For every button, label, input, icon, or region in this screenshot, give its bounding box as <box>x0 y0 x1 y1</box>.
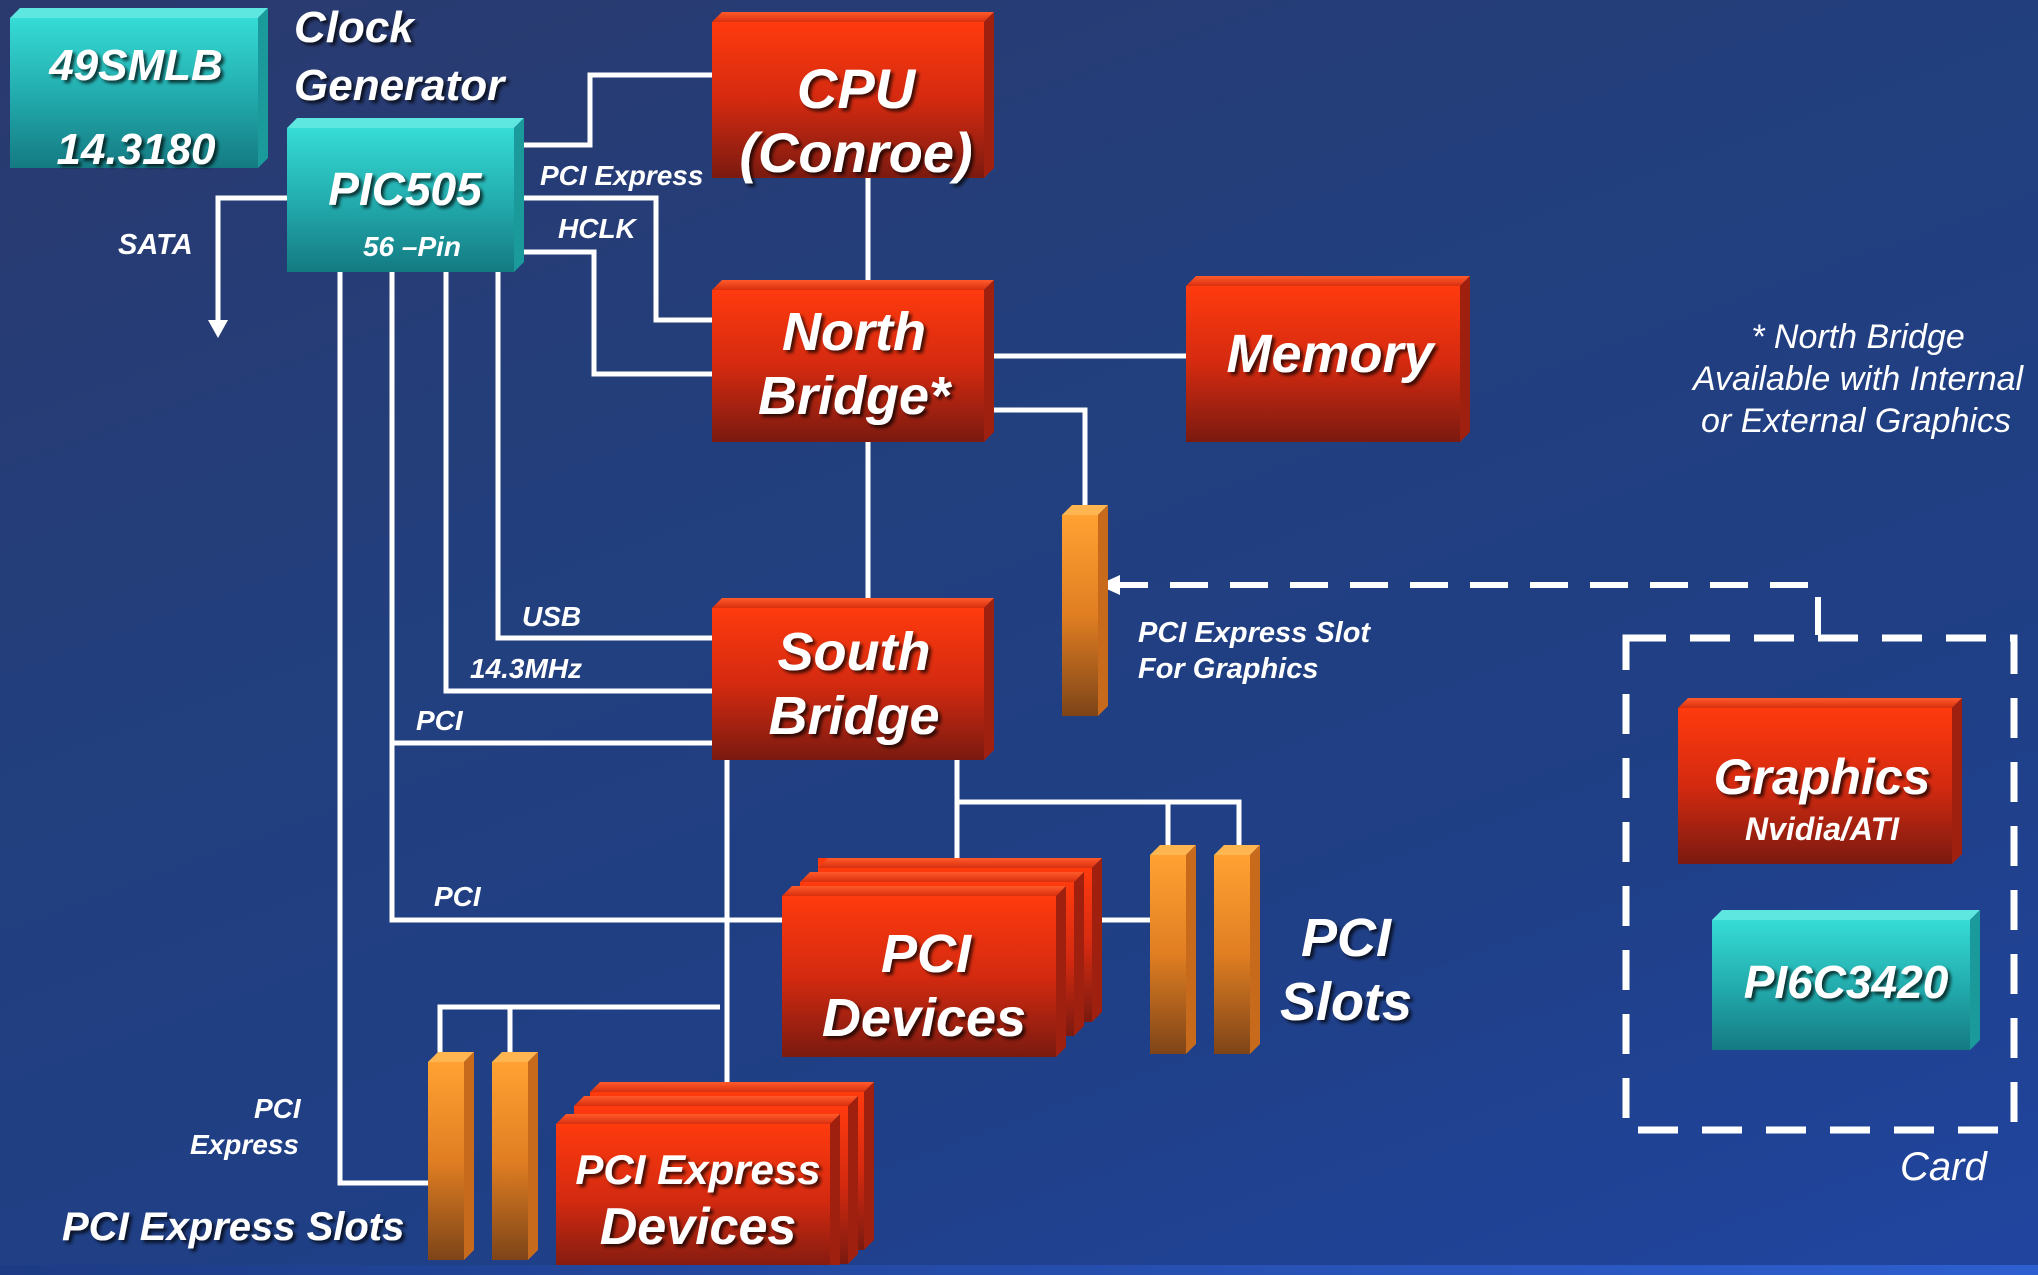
graphics-block: Graphics Nvidia/ATI <box>1678 698 1962 864</box>
wire-northbridge-slot <box>992 407 1088 508</box>
pcie-left-label-1: PCI <box>254 1093 302 1124</box>
wire-hclk-northbridge <box>522 249 712 377</box>
crystal-label: 49SMLB <box>48 41 223 90</box>
pcie-slots-label: PCI Express Slots <box>62 1205 404 1249</box>
graphics-slot-label-1: PCI Express Slot <box>1138 617 1371 649</box>
pci-devices-label-1: PCI <box>881 924 972 984</box>
cpu-label: CPU <box>797 57 917 120</box>
wire-sata <box>215 195 287 322</box>
hclk-label: HCLK <box>558 213 638 244</box>
mhz-label: 14.3MHz <box>470 653 582 684</box>
wire-14mhz <box>443 272 712 694</box>
sata-arrow-icon <box>208 320 228 338</box>
card-label: Card <box>1900 1145 1988 1189</box>
pci-express-signal-label: PCI Express <box>540 160 703 191</box>
pcie-devices-label-1: PCI Express <box>575 1146 820 1193</box>
north-bridge-label-2: Bridge* <box>758 366 953 426</box>
usb-label: USB <box>522 601 581 632</box>
pci-slots-label-2: Slots <box>1280 972 1412 1032</box>
card-outline <box>1622 634 2018 1134</box>
crystal-block: 49SMLB 14.3180 <box>10 8 268 174</box>
pci-devices-block: PCI Devices <box>782 858 1102 1057</box>
graphics-label: Graphics <box>1714 749 1931 805</box>
pic505-block: PIC505 56 –Pin <box>287 118 524 272</box>
pcie-devices-label-2: Devices <box>600 1198 797 1256</box>
wire-usb <box>495 272 712 641</box>
graphics-slot-label-2: For Graphics <box>1138 653 1319 685</box>
pcie-slot-1 <box>428 1052 474 1260</box>
wire-pci-mid <box>389 743 782 923</box>
note-line-3: or External Graphics <box>1701 402 2011 440</box>
wire-pcie-northbridge <box>522 195 712 323</box>
graphics-vendor: Nvidia/ATI <box>1745 811 1900 847</box>
note-line-2: Available with Internal <box>1691 360 2025 398</box>
clock-generator-title-1: Clock <box>294 3 416 52</box>
note-line-1: * North Bridge <box>1751 318 1965 356</box>
pic505-label: PIC505 <box>328 163 483 215</box>
wire-pci-slot-branch <box>957 799 1242 848</box>
cpu-block: CPU (Conroe) <box>712 12 994 184</box>
wire-clock-cpu <box>522 72 712 148</box>
wire-dashed-card <box>1118 582 1821 635</box>
bottom-accent-bar <box>0 1265 2038 1275</box>
south-bridge-block: South Bridge <box>712 598 994 760</box>
clock-generator-title-2: Generator <box>294 61 507 110</box>
pcie-devices-block: PCI Express Devices <box>556 1082 874 1275</box>
pi6c3420-block: PI6C3420 <box>1712 910 1980 1050</box>
wires <box>208 72 1821 1186</box>
pcie-left-label-2: Express <box>190 1129 299 1160</box>
pci-slot-2 <box>1214 845 1260 1054</box>
wire-pcie-slots <box>337 272 432 1186</box>
pci-slot-1 <box>1150 845 1196 1054</box>
sata-label: SATA <box>118 229 193 261</box>
cpu-model: (Conroe) <box>739 121 972 184</box>
crystal-frequency: 14.3180 <box>56 125 216 174</box>
pi6c3420-label: PI6C3420 <box>1744 956 1949 1008</box>
south-bridge-label-2: Bridge <box>768 686 939 746</box>
pcie-graphics-slot <box>1062 505 1108 716</box>
memory-label: Memory <box>1226 324 1436 384</box>
south-bridge-label-1: South <box>778 622 931 682</box>
pcie-slot-2 <box>492 1052 538 1260</box>
pci-devices-label-2: Devices <box>822 988 1026 1048</box>
pci-slots-label-1: PCI <box>1301 908 1392 968</box>
north-bridge-block: North Bridge* <box>712 280 994 442</box>
dashed-arrow-icon <box>1098 575 1120 595</box>
north-bridge-label-1: North <box>782 302 926 362</box>
pic505-pins: 56 –Pin <box>363 231 461 262</box>
pci-top-label: PCI <box>416 705 464 736</box>
memory-block: Memory <box>1186 276 1470 442</box>
pci-mid-label: PCI <box>434 881 482 912</box>
wire-pcie-slot-branch <box>437 1004 720 1055</box>
